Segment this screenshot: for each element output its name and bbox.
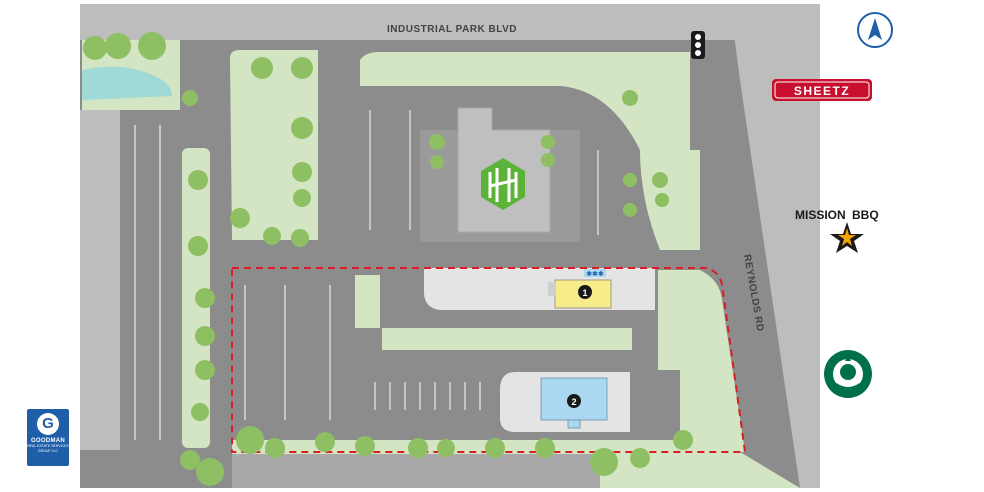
west-strip (80, 110, 120, 450)
drive-thru-markers: ✱✱✱ (584, 269, 606, 278)
sheetz-logo: SHEETZ (772, 79, 872, 101)
svg-text:✱✱✱: ✱✱✱ (586, 270, 604, 278)
trees (83, 32, 693, 486)
broker-line3: GROUP LLC (37, 449, 59, 453)
pond-water (82, 66, 172, 100)
parking-stripes (134, 110, 599, 440)
traffic-signal-icon (691, 31, 705, 59)
grass-island-north (360, 52, 690, 150)
parcel-marker-1[interactable]: 1 (578, 285, 592, 299)
starbucks-siren-logo (824, 350, 872, 398)
svg-text:1: 1 (582, 288, 587, 298)
parcel-marker-2[interactable]: 2 (567, 394, 581, 408)
broker-logo: G GOODMAN REAL ESTATE SERVICES GROUP LLC (27, 409, 69, 466)
broker-line1: GOODMAN (30, 438, 66, 444)
svg-text:2: 2 (571, 397, 576, 407)
grass-strip-east (658, 270, 745, 452)
broker-letter: G (37, 413, 59, 435)
svg-text:BBQ: BBQ (852, 208, 879, 222)
svg-text:MISSION: MISSION (795, 208, 846, 222)
pad-1-island (424, 268, 655, 310)
grass-strip-south (232, 440, 702, 454)
development-boundary (231, 267, 747, 453)
bank-logo (481, 158, 525, 210)
compass-north-icon (857, 12, 893, 48)
broker-line2: REAL ESTATE SERVICES (27, 444, 69, 448)
mission-bbq-logo: MISSION BBQ (795, 208, 879, 253)
industrial-park-blvd-road (80, 4, 860, 40)
label-industrial-park-blvd: INDUSTRIAL PARK BLVD (387, 24, 517, 35)
svg-text:SHEETZ: SHEETZ (794, 84, 850, 98)
grass-strip-center (382, 328, 632, 350)
